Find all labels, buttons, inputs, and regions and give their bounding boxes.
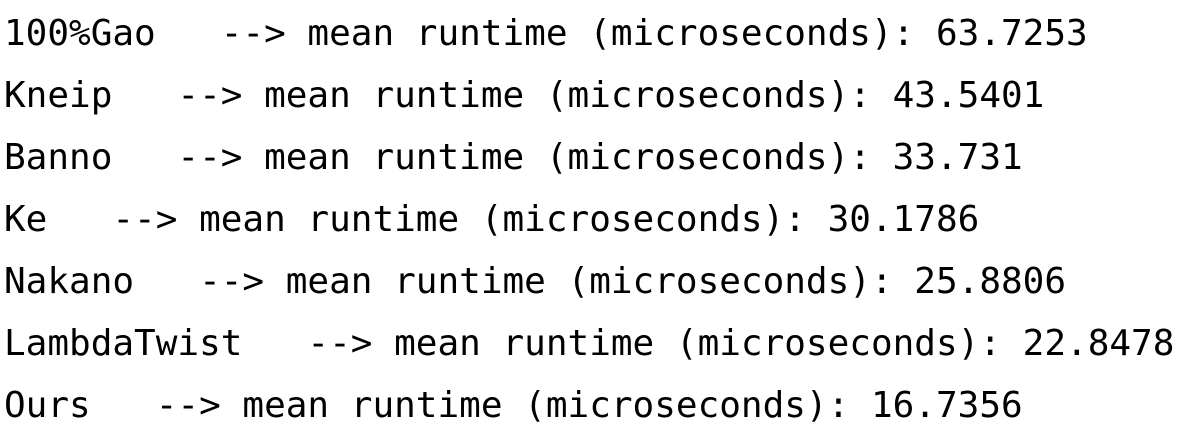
runtime-line-gao: 100%Gao --> mean runtime (microseconds):… <box>4 13 1088 54</box>
runtime-line-banno: Banno --> mean runtime (microseconds): 3… <box>4 137 1023 178</box>
runtime-line-ke: Ke --> mean runtime (microseconds): 30.1… <box>4 199 980 240</box>
console-output: 100%Gao --> mean runtime (microseconds):… <box>4 6 1194 434</box>
runtime-line-lambdatwist: LambdaTwist --> mean runtime (microsecon… <box>4 323 1175 364</box>
runtime-line-nakano: Nakano --> mean runtime (microseconds): … <box>4 261 1067 302</box>
runtime-line-kneip: Kneip --> mean runtime (microseconds): 4… <box>4 75 1045 116</box>
runtime-line-ours: Ours --> mean runtime (microseconds): 16… <box>4 385 1023 426</box>
